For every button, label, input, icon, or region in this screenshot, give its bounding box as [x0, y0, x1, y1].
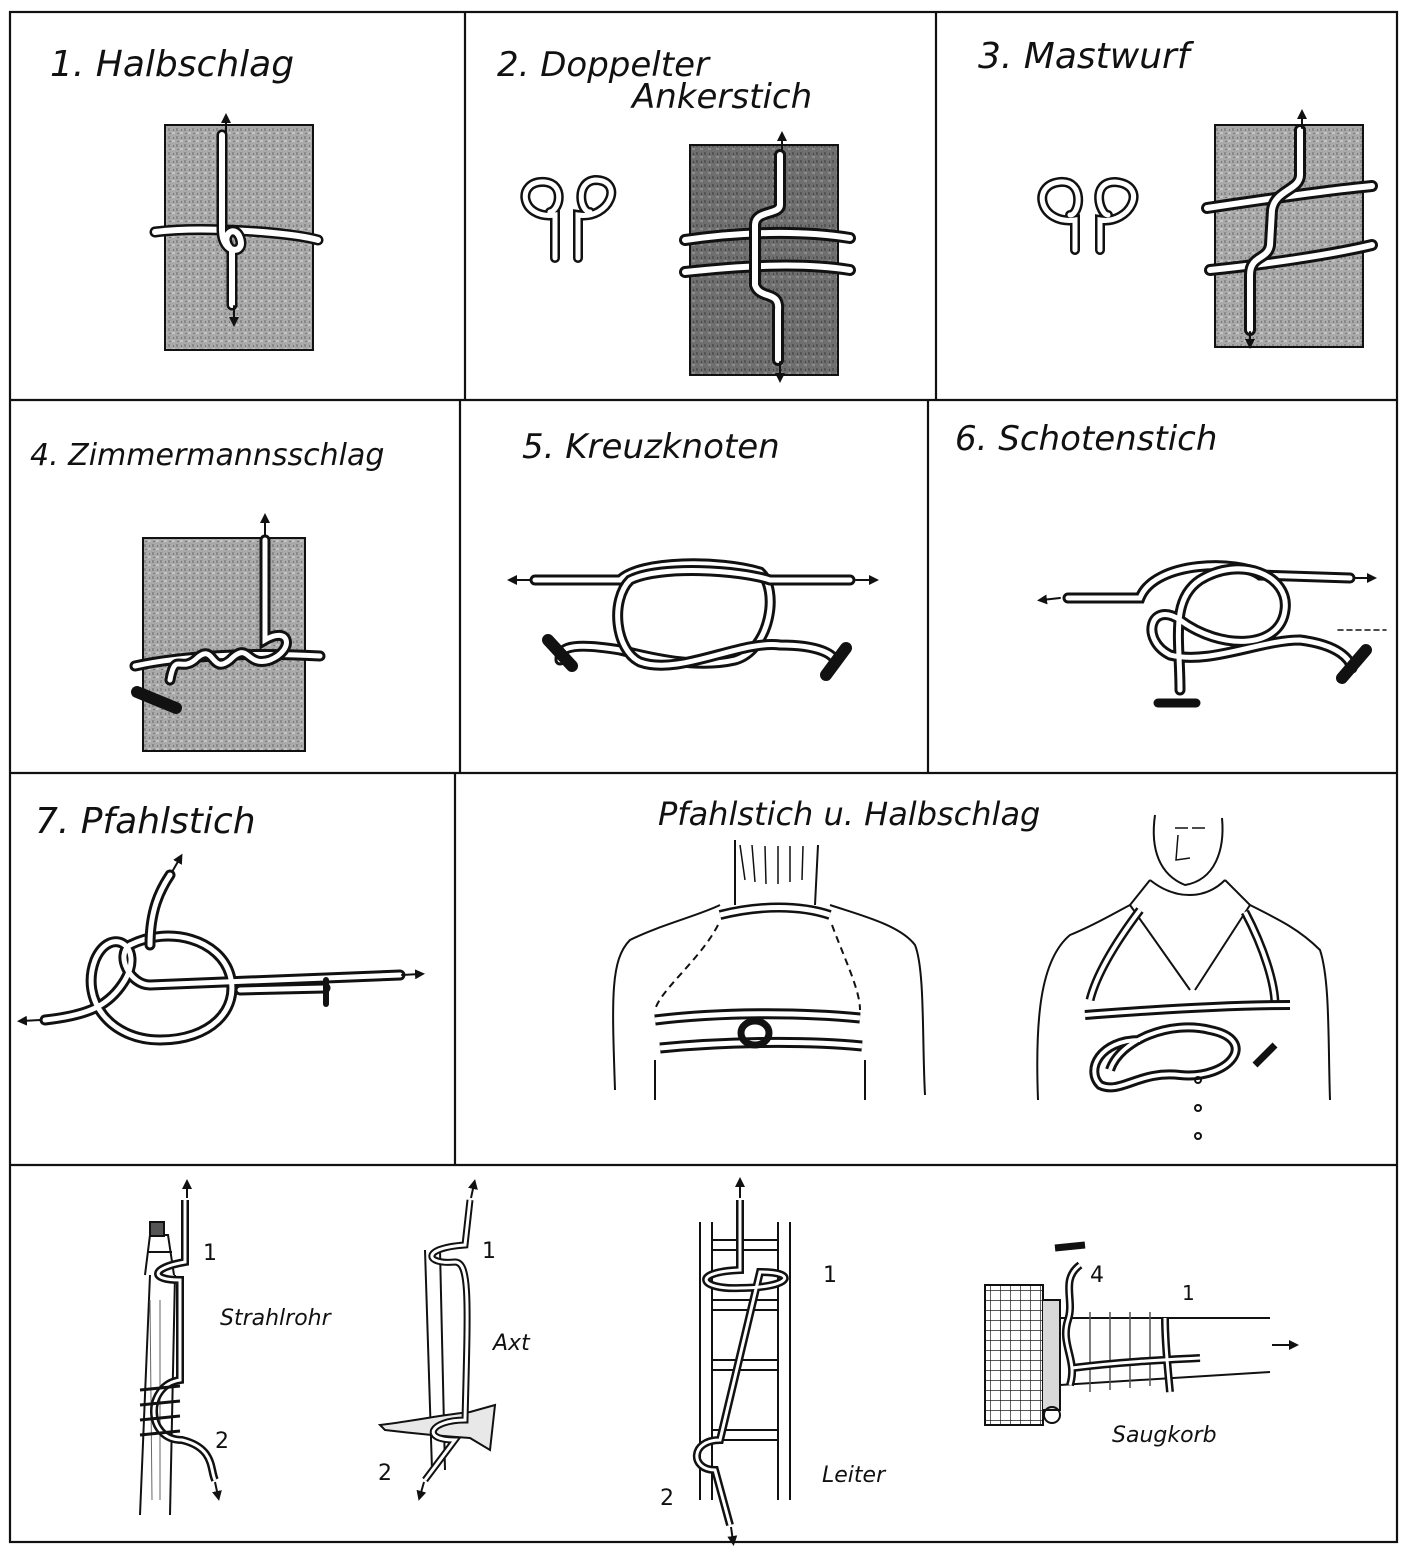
title-doppelter-line2: Ankerstich	[630, 77, 812, 117]
label-leiter-2: 2	[660, 1486, 674, 1511]
label-leiter: Leiter	[822, 1463, 887, 1488]
label-axt-2: 2	[378, 1461, 392, 1486]
mastwurf-illustration	[1042, 114, 1372, 347]
kreuzknoten-illustration	[512, 564, 874, 675]
halbschlag-illustration	[155, 118, 318, 350]
label-saugkorb-1: 1	[1182, 1281, 1195, 1305]
label-strahlrohr: Strahlrohr	[220, 1306, 333, 1331]
pfahlstich-illustration	[22, 858, 420, 1040]
label-saugkorb-4: 4	[1090, 1263, 1104, 1288]
title-zimmermannsschlag: 4. Zimmermannsschlag	[30, 438, 384, 473]
axt-illustration	[380, 1184, 495, 1496]
label-strahlrohr-2: 2	[215, 1429, 229, 1454]
label-saugkorb: Saugkorb	[1112, 1423, 1217, 1448]
label-leiter-1: 1	[823, 1263, 837, 1288]
doppelter-ankerstich-illustration	[525, 136, 850, 378]
schotenstich-illustration	[1042, 566, 1386, 703]
figure-front-view	[1037, 815, 1330, 1139]
label-strahlrohr-1: 1	[203, 1241, 217, 1266]
figure-back-view	[613, 840, 925, 1100]
title-halbschlag: 1. Halbschlag	[50, 44, 294, 85]
title-schotenstich: 6. Schotenstich	[955, 419, 1217, 459]
title-mastwurf: 3. Mastwurf	[978, 36, 1195, 77]
title-pfahlstich: 7. Pfahlstich	[35, 801, 256, 842]
saugkorb-illustration	[985, 1245, 1294, 1425]
strahlrohr-illustration	[140, 1184, 218, 1515]
zimmermannsschlag-illustration	[135, 518, 320, 751]
leiter-illustration	[697, 1182, 790, 1541]
title-kreuzknoten: 5. Kreuzknoten	[522, 427, 780, 467]
label-axt-1: 1	[482, 1239, 496, 1264]
label-axt: Axt	[491, 1331, 531, 1356]
title-pfahlstich-halbschlag: Pfahlstich u. Halbschlag	[658, 795, 1040, 833]
